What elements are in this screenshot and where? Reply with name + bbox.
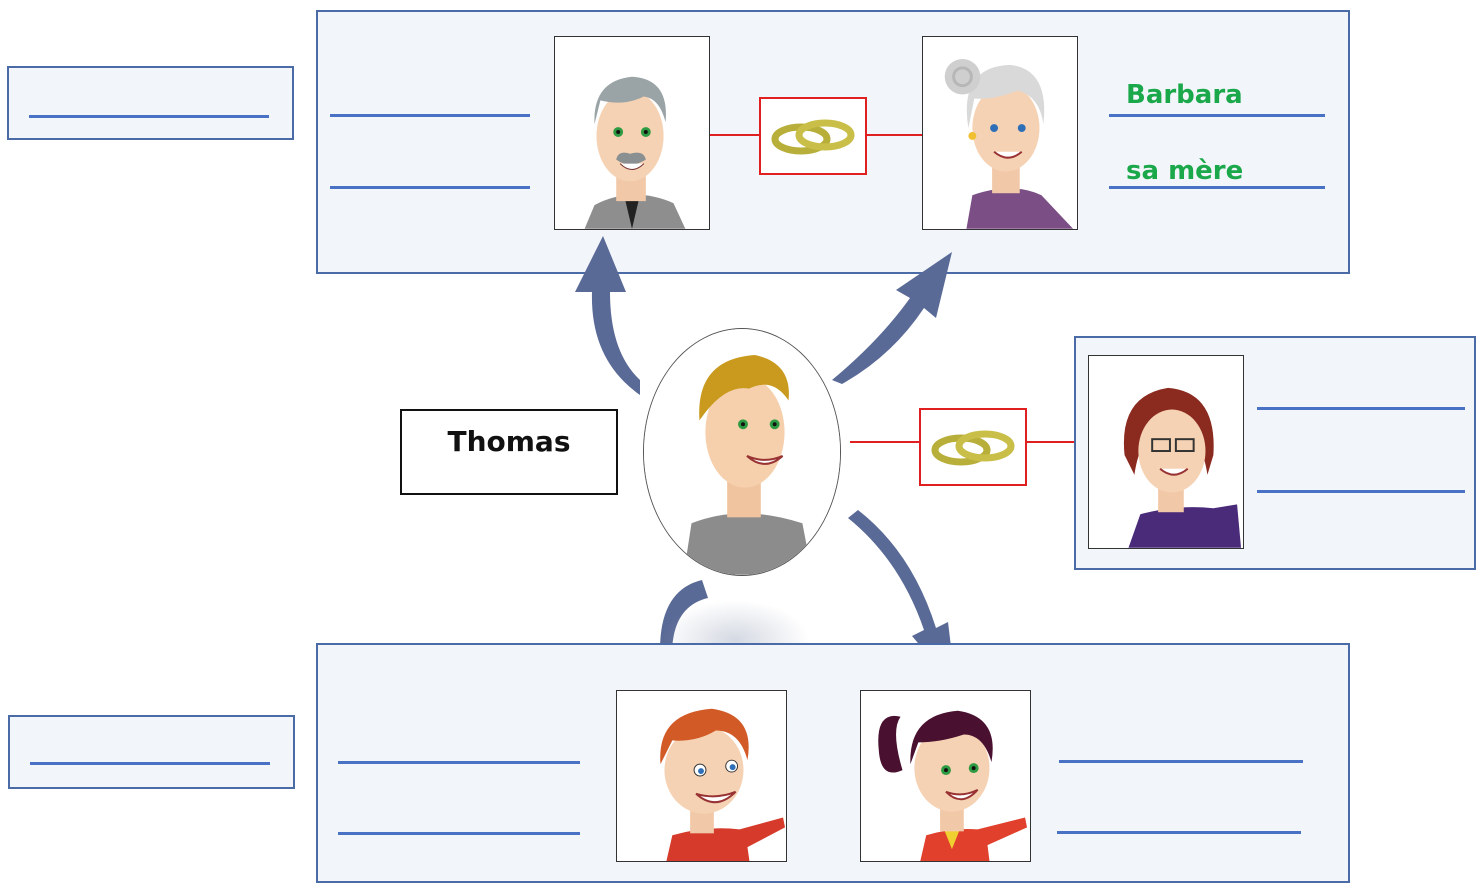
spouse-relation-blank[interactable] [1257, 490, 1465, 493]
daughter-relation-blank[interactable] [1057, 831, 1301, 834]
grandmother-relation: sa mère [1126, 156, 1244, 186]
center-portrait [643, 328, 841, 576]
spouse-link-right [1026, 441, 1076, 443]
daughter-portrait [860, 690, 1031, 862]
mother-name-blank[interactable] [1109, 114, 1325, 117]
grandfather-avatar [555, 37, 709, 229]
parents-marriage-rings [759, 97, 867, 175]
parents-link-right [866, 134, 922, 136]
boy-avatar [617, 691, 786, 861]
center-name-box: Thomas [400, 409, 618, 495]
parents-label-blank[interactable] [29, 115, 269, 118]
wedding-rings-icon [931, 430, 1015, 466]
wedding-rings-icon [771, 119, 855, 155]
grandmother-name: Barbara [1126, 80, 1243, 110]
parents-link-left [710, 134, 760, 136]
spouse-name-blank[interactable] [1257, 407, 1465, 410]
father-portrait [554, 36, 710, 230]
spouse-link-left [850, 441, 920, 443]
children-label-box [8, 715, 295, 789]
son-portrait [616, 690, 787, 862]
father-name-blank[interactable] [330, 114, 530, 117]
mother-portrait [922, 36, 1078, 230]
spouse-marriage-rings [919, 408, 1027, 486]
children-label-blank[interactable] [30, 762, 270, 765]
thomas-avatar [644, 329, 840, 575]
spouse-portrait [1088, 355, 1244, 549]
center-name: Thomas [447, 424, 571, 458]
mother-relation-blank[interactable] [1109, 186, 1325, 189]
wife-avatar [1089, 356, 1243, 548]
girl-avatar [861, 691, 1030, 861]
son-relation-blank[interactable] [338, 832, 580, 835]
parents-label-box [7, 66, 294, 140]
son-name-blank[interactable] [338, 761, 580, 764]
daughter-name-blank[interactable] [1059, 760, 1303, 763]
grandmother-avatar [923, 37, 1077, 229]
father-relation-blank[interactable] [330, 186, 530, 189]
